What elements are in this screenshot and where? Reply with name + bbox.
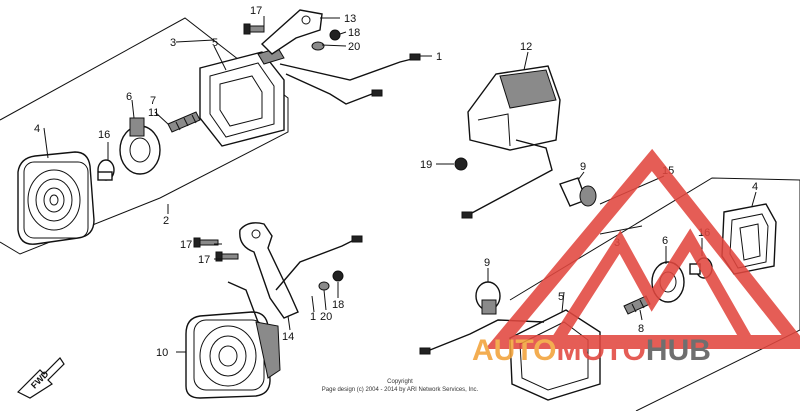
callout-11: 11 xyxy=(148,107,159,119)
callout-4-right: 4 xyxy=(752,181,758,193)
copyright-text: Page design (c) 2004 - 2014 by ARI Netwo… xyxy=(322,387,479,393)
callout-20-upper: 20 xyxy=(348,41,360,53)
callout-1-upper: 1 xyxy=(436,51,442,63)
callout-5-right: 5 xyxy=(558,291,564,303)
callout-10: 10 xyxy=(156,347,168,359)
socket-left xyxy=(119,117,161,175)
watermark-part-1: AUTO xyxy=(472,334,556,367)
lens-assembly-left xyxy=(17,151,95,245)
right-lower-frame xyxy=(509,177,800,411)
callout-13: 13 xyxy=(344,13,356,25)
callout-17-lower-b: 17 xyxy=(198,254,210,266)
callout-20-lower: 20 xyxy=(320,311,332,323)
bracket-lower xyxy=(239,222,299,319)
callout-18-upper: 18 xyxy=(348,27,360,39)
wire-upper-1 xyxy=(279,57,417,81)
callout-2: 2 xyxy=(163,215,169,227)
callout-5-left: 5 xyxy=(212,37,218,49)
forward-arrow-icon: FWD xyxy=(16,357,65,399)
wire-upper-2 xyxy=(285,73,373,105)
nut-lower xyxy=(332,270,344,282)
connector-right-upper xyxy=(461,211,473,219)
screw-left xyxy=(167,111,201,133)
callout-17-lower-a: 17 xyxy=(180,239,192,251)
housing-left xyxy=(199,47,285,147)
leader-lines xyxy=(43,16,757,353)
socket-right-lower xyxy=(475,281,501,315)
callout-18-lower: 18 xyxy=(332,299,344,311)
bolts-lower xyxy=(193,237,239,262)
wire-lower-2 xyxy=(227,281,259,323)
watermark-logo: AUTOMOTOHUB xyxy=(472,148,800,367)
callout-8: 8 xyxy=(638,323,644,335)
callout-9-lower: 9 xyxy=(484,257,490,269)
bolts-upper xyxy=(243,23,265,35)
connector-right-lower xyxy=(419,347,431,355)
washer-lower xyxy=(318,281,330,291)
callout-7: 7 xyxy=(150,95,156,107)
leader-3-right xyxy=(599,225,643,235)
washer-upper xyxy=(311,41,325,51)
callout-3-left: 3 xyxy=(170,37,176,49)
callout-4-left: 4 xyxy=(34,123,40,135)
callout-12: 12 xyxy=(520,41,532,53)
callout-17-upper: 17 xyxy=(250,5,262,17)
callout-9-upper: 9 xyxy=(580,161,586,173)
connector-lower-1 xyxy=(351,235,363,243)
bracket-upper xyxy=(260,9,323,55)
connector-upper-1 xyxy=(409,53,421,61)
callout-6-right: 6 xyxy=(662,235,668,247)
nut-upper xyxy=(329,29,341,41)
watermark-text: AUTOMOTOHUB xyxy=(472,334,711,367)
copyright-title: Copyright xyxy=(387,379,413,385)
callout-1-lower: 1 xyxy=(310,311,316,323)
watermark-part-3: HUB xyxy=(646,334,711,367)
callout-16-left: 16 xyxy=(98,129,110,141)
wire-lower-1 xyxy=(275,239,355,291)
housing-lower-left xyxy=(185,311,281,399)
housing-right-upper xyxy=(467,65,561,151)
watermark-part-2: MOTO xyxy=(556,334,645,367)
wire-right-upper xyxy=(469,139,553,215)
upper-left-frame xyxy=(0,17,289,255)
nut-right xyxy=(454,157,468,171)
callout-14: 14 xyxy=(282,331,294,343)
socket-right-upper xyxy=(559,177,597,207)
callout-19: 19 xyxy=(420,159,432,171)
callout-6-left: 6 xyxy=(126,91,132,103)
bulb-left xyxy=(97,159,115,181)
connector-upper-2 xyxy=(371,89,383,97)
